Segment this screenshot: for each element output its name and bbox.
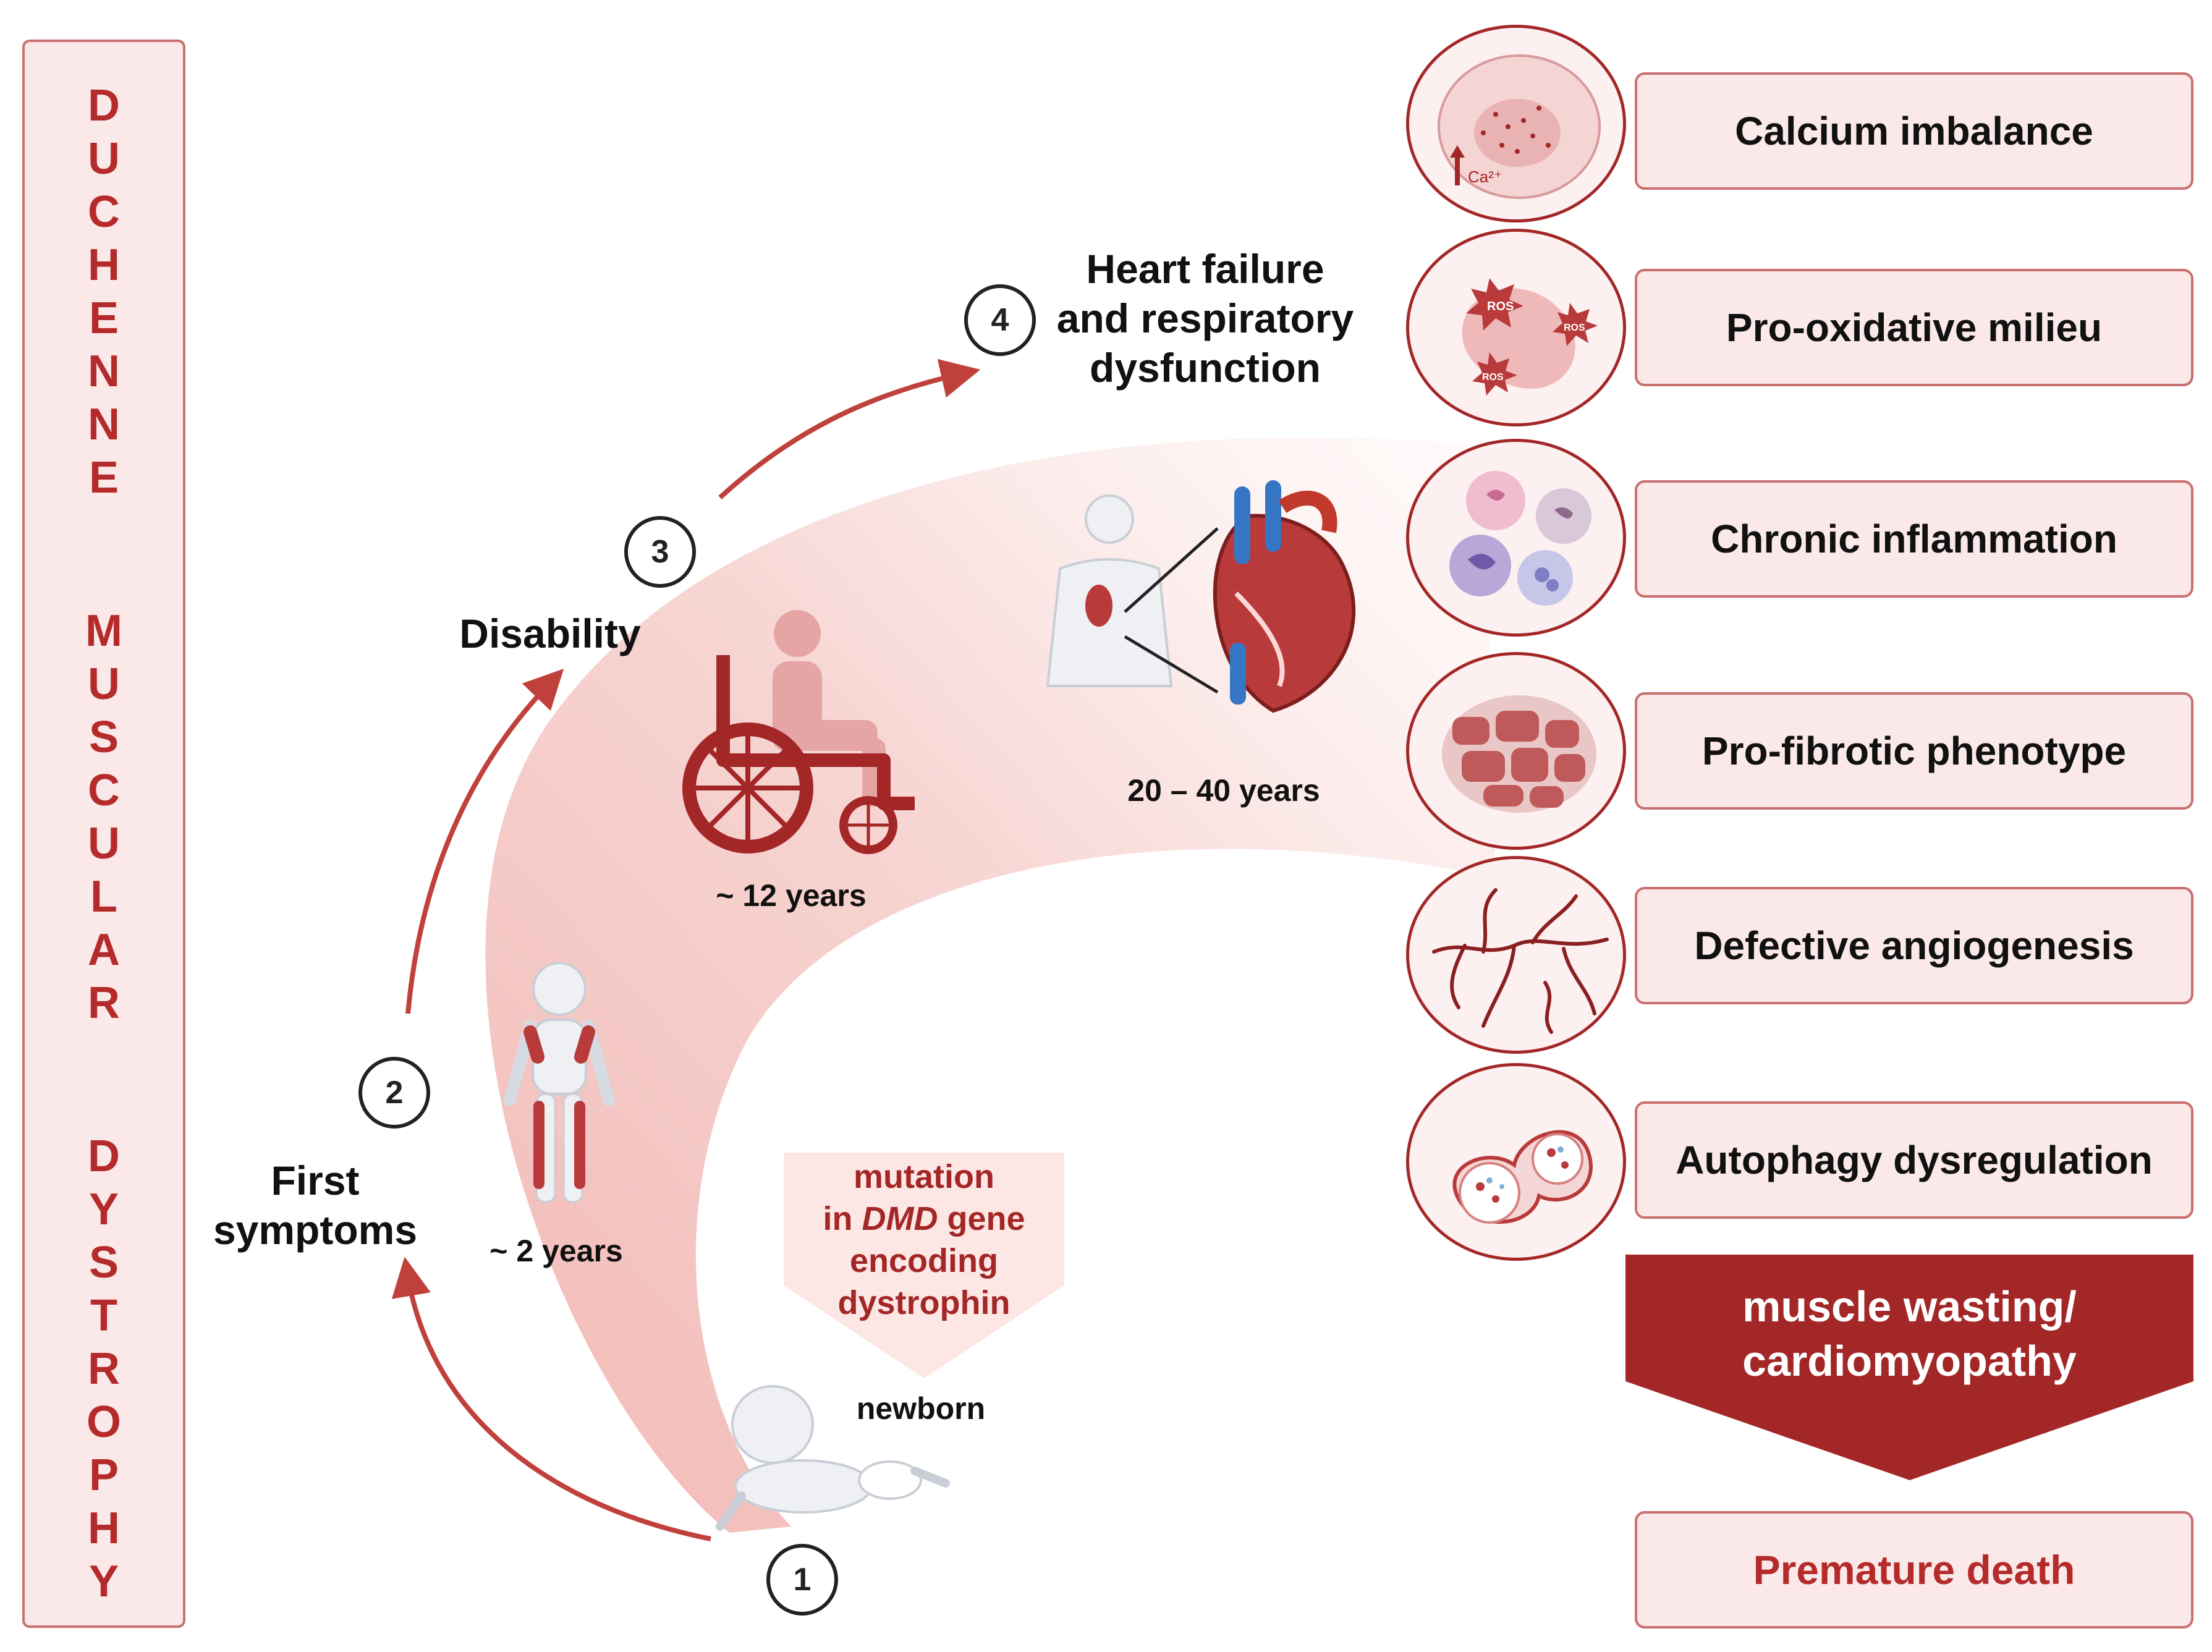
feature-label: Pro-oxidative milieu [1726,305,2103,350]
feature-box-oxidative: Pro-oxidative milieu [1635,269,2193,386]
premature-death-box: Premature death [1635,1511,2193,1629]
title-letter: L [90,872,117,921]
stage-3-age: ~ 12 years [716,878,867,913]
svg-text:ROS: ROS [1487,300,1514,313]
gene-name: DMD [862,1200,938,1237]
title-letter: N [88,347,120,396]
outcome-arrow-text: muscle wasting/ cardiomyopathy [1742,1282,2077,1385]
vessels-icon [1406,856,1626,1054]
stage-4-marker: 4 [964,284,1036,356]
feature-box-calcium: Calcium imbalance [1635,72,2193,190]
feature-box-fibrotic: Pro-fibrotic phenotype [1635,692,2193,810]
adult-heart-illustration [1046,480,1356,713]
ros-cell-icon: ROS ROS ROS [1406,229,1626,426]
title-letter: H [88,1504,120,1553]
mutation-line-4: dystrophin [837,1284,1011,1321]
fibrotic-tissue-icon [1406,652,1626,850]
title-letter: A [88,925,120,975]
title-letter: P [88,1451,119,1500]
stage-3-label: Disability [459,611,641,656]
title-letter: C [88,766,120,815]
stage-1-marker: 1 [766,1544,838,1616]
mutation-line-3: encoding [850,1242,998,1279]
title-letter: C [88,187,120,237]
mutation-line-2: in DMD gene [823,1200,1025,1237]
title-letter: U [88,819,120,868]
svg-text:ROS: ROS [1564,323,1585,333]
stage-2-marker: 2 [358,1057,430,1129]
title-letter: D [88,81,120,130]
title-letter: Y [88,1557,119,1606]
title-letter: M [85,606,122,656]
title-letter: H [88,240,120,290]
title-letter: E [88,294,119,343]
stage-1-age: newborn [856,1391,986,1426]
mutation-line-1: mutation [854,1158,994,1195]
title-letter: D [88,1132,120,1181]
title-letter: O [86,1397,121,1447]
title-letter: Y [88,1185,119,1234]
title-letter: N [88,400,120,449]
feature-label: Autophagy dysregulation [1676,1138,2153,1182]
premature-death-label: Premature death [1753,1547,2075,1593]
wheelchair-illustration [682,610,915,854]
autophagosome-icon [1406,1063,1626,1261]
mutation-text: mutation in DMD gene encoding dystrophin [784,1156,1064,1324]
title-letter: R [88,1344,120,1394]
feature-box-autophagy: Autophagy dysregulation [1635,1101,2193,1219]
stage-2-label: First symptoms [213,1158,418,1253]
stage-2-age: ~ 2 years [489,1234,623,1268]
feature-label: Pro-fibrotic phenotype [1701,729,2127,773]
progression-band [485,437,1496,1533]
arrow-1-to-2 [391,1256,711,1541]
feature-label: Defective angiogenesis [1694,923,2134,968]
title-letter: E [88,453,119,502]
arrow-2-to-3 [405,668,564,1014]
mutation-box [784,1153,1064,1378]
title-letter: S [88,713,119,762]
svg-text:Ca²⁺: Ca²⁺ [1468,167,1502,186]
immune-cells-icon [1406,439,1626,637]
feature-box-angiogenesis: Defective angiogenesis [1635,887,2193,1004]
title-letter: R [88,978,120,1028]
outcome-arrow [1625,1255,2193,1480]
arrow-3-to-4 [718,358,981,499]
title-letter: S [88,1238,119,1287]
stage-4-age: 20 – 40 years [1127,773,1320,808]
toddler-illustration [504,962,615,1203]
newborn-illustration [716,1385,950,1531]
feature-label: Calcium imbalance [1735,109,2093,153]
feature-label: Chronic inflammation [1711,517,2117,561]
title-letter: U [88,659,120,709]
title-letter: U [88,134,120,184]
feature-box-inflammation: Chronic inflammation [1635,480,2193,598]
stage-4-label: Heart failure and respiratory dysfunctio… [1056,246,1354,391]
stage-3-marker: 3 [624,516,696,588]
calcium-cell-icon: Ca²⁺ [1406,25,1626,222]
title-letter: T [90,1291,117,1341]
svg-text:ROS: ROS [1482,372,1504,383]
